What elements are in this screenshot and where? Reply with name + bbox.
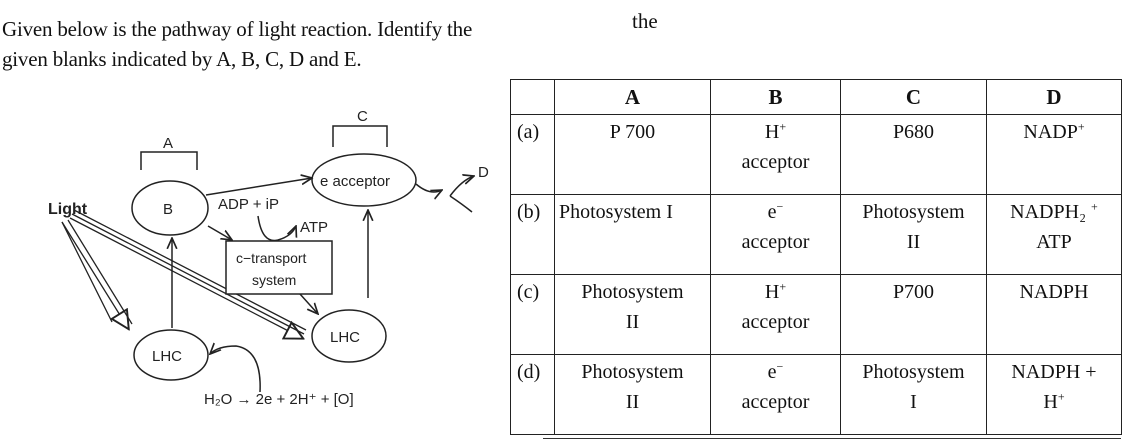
cell-b-line2: acceptor xyxy=(741,311,810,333)
light-label: Light xyxy=(48,201,88,218)
cell-a-text: Photosystem xyxy=(581,361,684,383)
water-equation: H₂O → 2e + 2H⁺ + [O] xyxy=(204,391,354,408)
cell-a: Photosystem I xyxy=(554,194,711,275)
label-c: C xyxy=(357,108,368,125)
cell-c-text: P680 xyxy=(892,121,935,143)
table-row: (a) P 700 H+acceptor P680 NADP+ xyxy=(510,114,1122,195)
cell-b: H+ acceptor xyxy=(710,274,841,355)
option-label[interactable]: (c) xyxy=(510,274,555,355)
cell-a-text: Photosystem I xyxy=(559,201,673,223)
d-curve-tail xyxy=(449,195,473,213)
cell-b-text: e xyxy=(767,201,777,223)
atp-label: ATP xyxy=(300,219,328,236)
water-arrow xyxy=(210,346,261,393)
light-arrows xyxy=(61,209,307,338)
cell-c: P680 xyxy=(840,114,987,195)
table-row: (b) Photosystem I e− acceptor Photosystem… xyxy=(510,194,1122,275)
header-c: C xyxy=(840,79,987,115)
cell-d-text: NADP xyxy=(1023,121,1078,143)
cell-c-text: Photosystem xyxy=(862,361,965,383)
cell-b-text: e xyxy=(767,361,777,383)
cell-d: NADPH xyxy=(986,274,1122,355)
cell-a-text: P 700 xyxy=(609,121,656,143)
stray-text: the xyxy=(632,9,658,33)
header-b: B xyxy=(710,79,841,115)
transport-line-1: c−transport xyxy=(236,250,307,266)
photosystem-b-ellipse xyxy=(131,180,209,236)
cell-d: NADPH₂ + ATP xyxy=(986,194,1122,275)
bracket-a xyxy=(140,151,198,170)
cell-c-text: Photosystem xyxy=(862,201,965,223)
label-b: B xyxy=(163,201,173,218)
cell-d-sup: + xyxy=(1091,199,1098,214)
cell-a-line2: II xyxy=(625,391,640,413)
cell-b-sup: − xyxy=(776,359,784,374)
cell-b-line2: acceptor xyxy=(741,391,810,413)
option-label[interactable]: (a) xyxy=(510,114,555,195)
adp-ip-label: ADP + iP xyxy=(218,196,279,213)
cell-d: NADPH + H+ xyxy=(986,354,1122,435)
arrow-to-d xyxy=(415,183,442,192)
transport-system-box xyxy=(225,240,333,295)
question-line-2: given blanks indicated by A, B, C, D and… xyxy=(2,47,362,71)
cell-b: e− acceptor xyxy=(710,354,841,435)
cell-d-text: NADPH xyxy=(1019,281,1089,303)
table-header-row: A B C D xyxy=(510,79,1122,115)
label-a: A xyxy=(163,135,173,152)
header-a: A xyxy=(554,79,711,115)
lhc-left-ellipse xyxy=(133,329,209,381)
cell-c: P700 xyxy=(840,274,987,355)
cell-d: NADP+ xyxy=(986,114,1122,195)
arrow-b-to-acceptor xyxy=(205,178,312,196)
label-d: D xyxy=(478,164,489,181)
lhc-left-label: LHC xyxy=(152,348,182,365)
atp-curve xyxy=(257,215,296,242)
cell-a-line2: II xyxy=(625,311,640,333)
transport-line-2: system xyxy=(252,272,296,288)
cell-b-sup: − xyxy=(776,199,784,214)
cell-c-line2: I xyxy=(910,391,917,413)
cell-d-sup: + xyxy=(1077,119,1085,134)
cell-c-text: P700 xyxy=(892,281,935,303)
bottom-rule xyxy=(543,438,1121,439)
cell-b-sup: + xyxy=(779,119,787,134)
arrow-to-transport xyxy=(207,225,232,240)
bracket-c xyxy=(332,125,388,147)
cell-d-line2: ATP xyxy=(1036,231,1072,253)
cell-d-text: NADPH₂ xyxy=(1010,201,1087,223)
header-d: D xyxy=(986,79,1122,115)
cell-b-text: H xyxy=(764,281,780,303)
question-line-1: Given below is the pathway of light reac… xyxy=(2,17,473,41)
cell-b-line2: acceptor xyxy=(741,231,810,253)
header-blank xyxy=(510,79,555,115)
option-label[interactable]: (d) xyxy=(510,354,555,435)
question-text: Given below is the pathway of light reac… xyxy=(2,14,622,74)
arrow-from-transport xyxy=(299,293,318,314)
cell-d-line2: H xyxy=(1043,391,1058,413)
d-curve xyxy=(449,176,474,197)
cell-b: e− acceptor xyxy=(710,194,841,275)
cell-b-line2: acceptor xyxy=(741,151,810,173)
lhc-right-ellipse xyxy=(311,309,387,363)
cell-c-line2: II xyxy=(906,231,921,253)
cell-b: H+ acceptor xyxy=(710,114,841,195)
e-acceptor-label: e acceptor xyxy=(320,173,390,190)
option-label[interactable]: (b) xyxy=(510,194,555,275)
cell-b-text: H xyxy=(764,121,780,143)
cell-a-text: Photosystem xyxy=(581,281,684,303)
light-reaction-diagram: A C B e acceptor D Light LHC LHC ADP + i… xyxy=(48,108,489,408)
lhc-right-label: LHC xyxy=(330,329,360,346)
options-table: A B C D (a) P 700 H+acceptor P680 NADP+ … xyxy=(510,79,1122,435)
cell-a: P 700 xyxy=(554,114,711,195)
cell-d-text: NADPH + xyxy=(1011,361,1097,383)
cell-b-sup: + xyxy=(779,279,787,294)
cell-d-line2-sup: + xyxy=(1057,389,1065,404)
